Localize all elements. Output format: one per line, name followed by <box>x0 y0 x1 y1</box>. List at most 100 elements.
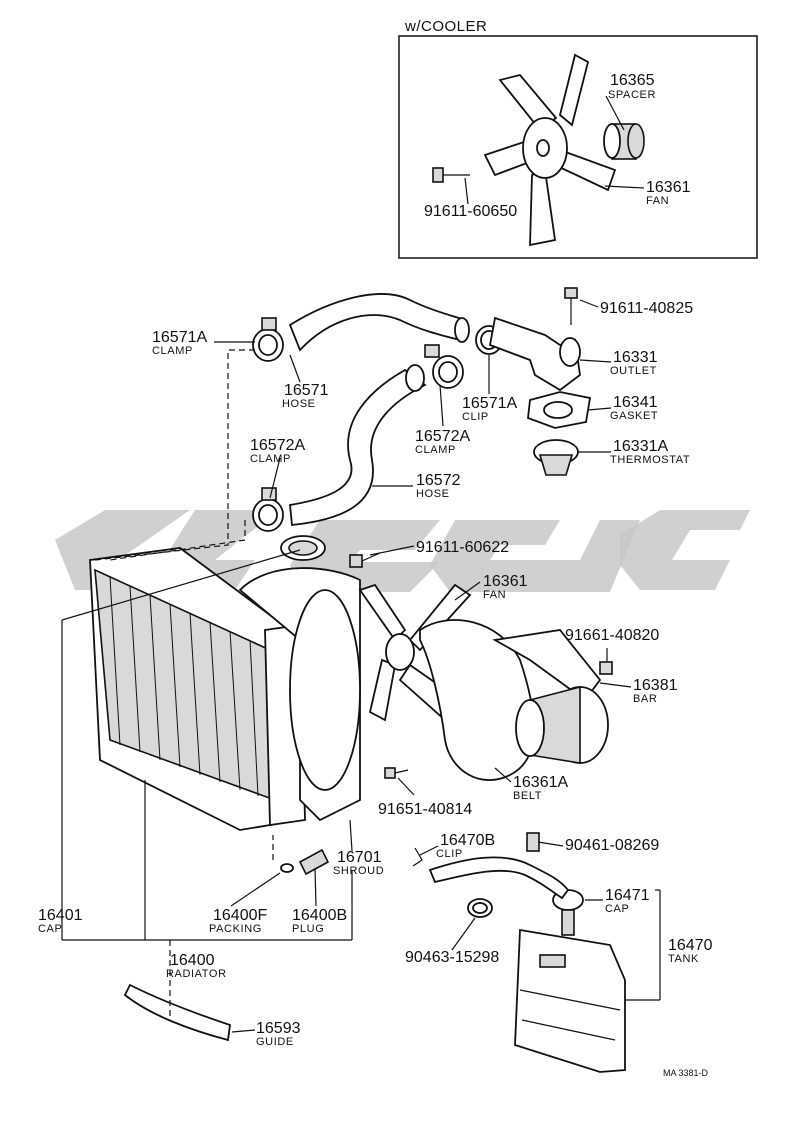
label-91611-40825: 91611-40825 <box>600 300 693 317</box>
label-16365-spacer: 16365 SPACER <box>608 72 656 101</box>
part-number: 16571A <box>152 329 207 346</box>
part-name: OUTLET <box>610 365 657 377</box>
part-number: 16701 <box>337 849 382 866</box>
part-number: 90461-08269 <box>565 837 659 854</box>
bolt-90461-08269 <box>526 832 540 852</box>
part-number: 16331A <box>613 438 668 455</box>
thermostat <box>533 439 579 476</box>
part-number: 16593 <box>256 1020 301 1037</box>
part-name: CLAMP <box>415 444 456 456</box>
part-number: 16572A <box>415 428 470 445</box>
part-number: 16400F <box>213 907 267 924</box>
cooler-inset-box <box>398 35 758 259</box>
label-16400-radiator: 16400 RADIATOR <box>166 952 227 980</box>
label-16572a-clamp-upper: 16572A CLAMP <box>250 437 305 465</box>
clamp-90463-15298 <box>467 898 493 918</box>
label-91611-60650: 91611-60650 <box>424 203 517 220</box>
label-16361-fan: 16361 FAN <box>483 573 528 601</box>
reserve-tank <box>514 928 626 1073</box>
overflow-hose <box>428 856 570 900</box>
label-16571a-clip: 16571A CLIP <box>462 395 517 423</box>
guide <box>123 983 231 1042</box>
label-16571a-clamp: 16571A CLAMP <box>152 329 207 357</box>
cooler-box-title: w/COOLER <box>404 18 487 35</box>
part-number: 16361 <box>646 179 691 196</box>
label-16470-tank: 16470 TANK <box>668 937 713 965</box>
part-number: 91611-40825 <box>600 300 693 317</box>
radiator-cap <box>280 535 326 561</box>
label-16331a-thermostat: 16331A THERMOSTAT <box>610 438 690 466</box>
spacer <box>603 123 645 160</box>
bolt-91651-40814 <box>384 767 409 779</box>
part-name: BAR <box>633 693 657 705</box>
drawing-number: MA 3381-D <box>663 1068 709 1078</box>
label-90461-08269: 90461-08269 <box>565 837 659 854</box>
part-name: GUIDE <box>256 1036 294 1048</box>
part-number: 16365 <box>610 72 655 89</box>
label-16401-cap: 16401 CAP <box>38 907 83 935</box>
water-outlet <box>488 316 581 392</box>
label-16361a-belt: 16361A BELT <box>513 774 568 802</box>
part-number: 16341 <box>613 394 658 411</box>
label-16471-cap: 16471 CAP <box>605 887 650 915</box>
clip-16470b <box>412 847 423 867</box>
shroud <box>238 567 361 822</box>
tank-cap <box>552 889 584 936</box>
part-name: CLAMP <box>152 345 193 357</box>
bolt-91611-60650 <box>432 167 470 183</box>
part-number: 16572A <box>250 437 305 454</box>
part-number: 16401 <box>38 907 83 924</box>
label-16470b-clip: 16470B CLIP <box>436 832 495 860</box>
part-name: THERMOSTAT <box>610 454 690 466</box>
label-16400b-plug: 16400B PLUG <box>292 907 347 935</box>
part-number: 16361 <box>483 573 528 590</box>
label-16572a-clamp-lower: 16572A CLAMP <box>415 428 470 456</box>
part-number: 16361A <box>513 774 568 791</box>
part-name: FAN <box>646 195 669 207</box>
alternator-and-bar <box>492 629 609 764</box>
belt <box>419 619 535 781</box>
label-90463-15298: 90463-15298 <box>405 949 499 966</box>
part-name: CLIP <box>436 848 463 860</box>
label-16701-shroud: 16701 SHROUD <box>333 849 384 877</box>
label-91651-40814: 91651-40814 <box>378 801 472 818</box>
part-name: GASKET <box>610 410 658 422</box>
part-name: RADIATOR <box>166 968 227 980</box>
bolt-91611-60622 <box>349 552 381 568</box>
label-16381-bar: 16381 BAR <box>633 677 678 705</box>
part-number: 16331 <box>613 349 658 366</box>
label-16361-fan-cooler: 16361 FAN <box>646 179 691 207</box>
part-number: 16381 <box>633 677 678 694</box>
part-number: 91611-60650 <box>424 203 517 220</box>
part-number: 16471 <box>605 887 650 904</box>
part-number: 16571 <box>284 382 329 399</box>
part-number: 90463-15298 <box>405 949 499 966</box>
part-number: 16400 <box>170 952 215 969</box>
clamp-16571a-left <box>252 317 284 362</box>
plug <box>298 848 330 876</box>
label-16341-gasket: 16341 GASKET <box>610 394 658 422</box>
label-16572-hose: 16572 HOSE <box>416 472 461 500</box>
clamp-16572a-lower <box>252 487 284 532</box>
label-91661-40820: 91661-40820 <box>565 627 659 644</box>
label-16400f-packing: 16400F PACKING <box>209 907 267 935</box>
part-name: BELT <box>513 790 542 802</box>
label-16571-hose: 16571 HOSE <box>282 382 329 410</box>
bolt-91661-40820 <box>599 661 613 675</box>
part-name: PACKING <box>209 923 262 935</box>
part-name: FAN <box>483 589 506 601</box>
part-number: 16470 <box>668 937 713 954</box>
part-name: CLIP <box>462 411 489 423</box>
packing <box>280 863 294 873</box>
part-name: CLAMP <box>250 453 291 465</box>
bolt-91611-40825 <box>564 287 578 325</box>
part-name: CAP <box>605 903 629 915</box>
part-name: SPACER <box>608 89 656 101</box>
part-number: 91661-40820 <box>565 627 659 644</box>
leader-lines <box>61 95 661 1033</box>
label-91611-60622: 91611-60622 <box>416 539 509 556</box>
part-name: PLUG <box>292 923 324 935</box>
part-name: HOSE <box>416 488 450 500</box>
part-name: TANK <box>668 953 699 965</box>
